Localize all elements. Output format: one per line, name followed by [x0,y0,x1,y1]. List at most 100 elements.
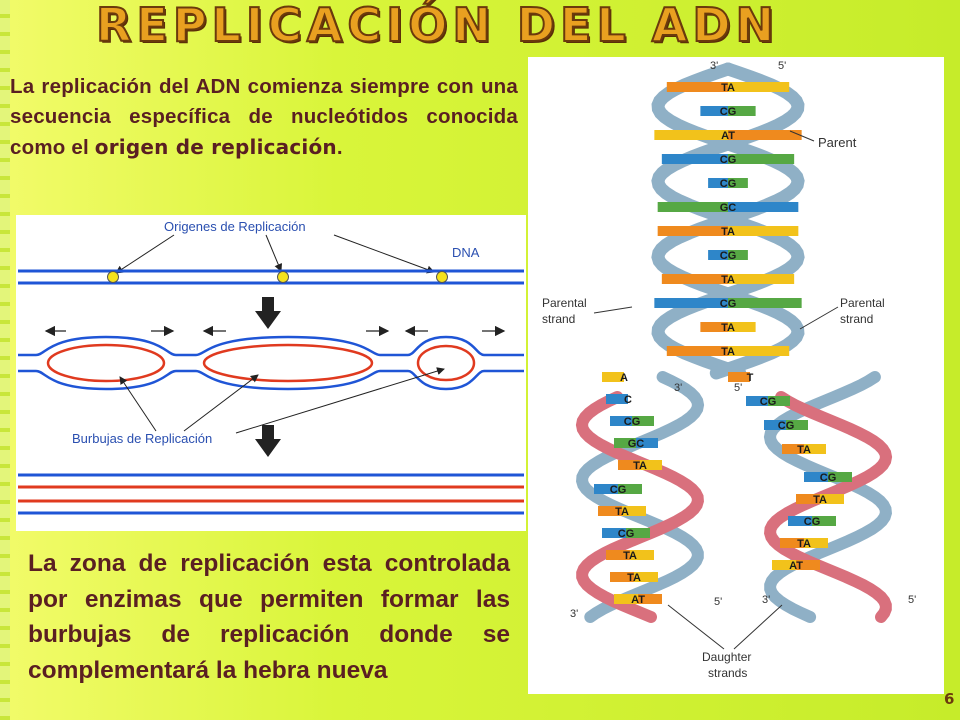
daughter-right-pair-2-label: TA [813,494,827,506]
daughter-left-pair-1-label: CG [610,484,627,496]
parental-right-pointer [799,306,839,330]
daughter-right-pair-4-label: TA [797,538,811,550]
fork-left-base-2-label: C [624,394,632,406]
daughter-left-pair-2-right-base [622,506,646,516]
down-arrow-1 [255,297,281,329]
fork-left-base-4-left-base [614,438,636,448]
helix-backbones [575,62,893,623]
origin-arrow-3 [333,234,435,274]
parent-pair-10-left-base [654,298,728,308]
parent-pointer [789,130,815,142]
parent-pair-6-label: GC [720,202,737,214]
parent-pair-9-left-base [661,274,728,284]
daughter-left-pair-1-left-base [594,484,618,494]
fork-right-base-4-left-base [782,444,804,454]
right-parental-backbone [763,371,892,623]
daughter-left-pair-6-right-base [638,594,662,604]
outro-paragraph: La zona de replicación esta controlada p… [28,550,510,684]
fork-left-base-4-right-base [636,438,658,448]
fork-left-base-3-left-base [610,416,632,426]
daughter-right-pair-3-label: CG [804,516,821,528]
daughter-left-pair-6-left-base [614,594,638,604]
fork-left-base-2-left-base [606,394,628,404]
left-parental-backbone [576,371,705,623]
parent-pair-5-right-base [728,178,748,188]
parent-pair-7-right-base [728,226,799,236]
fork-right-base-3-label: CG [778,420,795,432]
bottom-left-five-prime-label: 5' [714,596,722,608]
fork-right-base-1-label: T [747,372,754,384]
daughter-left-pair-3-label: CG [618,528,635,540]
parent-pair-2-right-base [728,106,756,116]
bottom-right-three-prime-label: 3' [762,594,770,606]
fork-left-base-5-label: TA [633,460,647,472]
top-five-prime-label: 5' [778,60,786,72]
parental-strand-right-line1: Parental [840,296,885,310]
daughter-right-pair-1-left-base [804,472,828,482]
parent-pair-3-right-base [728,130,802,140]
daughter-right-pair-4-right-base [804,538,828,548]
fork-left-base-3-right-base [632,416,654,426]
daughter-label-line2: strands [708,666,747,680]
parent-pair-8-left-base [708,250,728,260]
parent-pair-5-left-base [708,178,728,188]
parent-pair-12-label: TA [721,346,735,358]
parent-pair-11-left-base [700,322,728,332]
daughter-right-pair-1-right-base [828,472,852,482]
parent-label: Parent [818,135,857,150]
left-daughter-backbone [575,391,704,623]
daughter-right-pair-4-left-base [780,538,804,548]
parent-pair-3-left-base [654,130,728,140]
daughter-label-line1: Daughter [702,650,751,664]
down-arrow-2 [255,425,281,457]
daughter-right-pair-5-right-base [796,560,820,570]
daughter-right-pair-2-left-base [796,494,820,504]
daughter-left-pair-2-label: TA [615,506,629,518]
parental-strand-right-line2: strand [840,312,873,326]
daughter-left-pair-6-label: AT [631,594,645,606]
daughter-left-pair-4-right-base [630,550,654,560]
parent-pair-10-right-base [728,298,802,308]
daughter-left-pair-4-left-base [606,550,630,560]
daughter-left-pair-3-left-base [602,528,626,538]
fork-right-base-3-left-base [764,420,786,430]
parent-pair-4-left-base [661,154,728,164]
fork-right-base-2-label: CG [760,396,777,408]
parent-pair-11-right-base [728,322,756,332]
helix-svg: TACGATCGCGGCTACGTACGTATAACCGGCTATCGCGTAC… [542,60,916,680]
origin-point-2 [277,271,289,283]
page-number: 6 [944,690,955,708]
origins-label: Origenes de Replicación [164,219,306,234]
parent-pair-10-label: CG [720,298,737,310]
fork-left-base-4-label: GC [628,438,645,450]
origin-point-3 [436,271,448,283]
replication-bubbles-diagram: Origenes de Replicación DNA Burbujas de … [16,215,526,531]
daughter-right-pair-5-left-base [772,560,796,570]
parental-left-pointer [593,306,633,314]
slide-title: REPLICACIÓN DEL ADN [95,0,780,53]
bottom-left-three-prime-label: 3' [570,608,578,620]
parent-pair-1-left-base [666,82,728,92]
fork-left-base-5-right-base [640,460,662,470]
parent-pair-12-left-base [666,346,728,356]
parent-pair-8-label: CG [720,250,737,262]
intro-paragraph: La replicación del ADN comienza siempre … [10,72,518,163]
replication-bubbles [18,335,524,391]
parent-pair-9-label: TA [721,274,735,286]
fork-five-prime-label: 5' [734,382,742,394]
parent-pair-2-label: CG [720,106,737,118]
parent-pair-6-left-base [657,202,728,212]
daughter-left-pair-4-label: TA [623,550,637,562]
fork-right-base-4-right-base [804,444,826,454]
daughter-right-pair-3-right-base [812,516,836,526]
parent-pair-7-left-base [657,226,728,236]
daughter-right-pair-5-label: AT [789,560,803,572]
parent-pair-2-left-base [700,106,728,116]
fork-left-base-1-left-base [602,372,624,382]
fork-right-base-1-left-base [728,372,750,382]
fork-left-base-1-label: A [620,372,628,384]
intro-emphasis: origen de replicación [94,135,337,159]
parent-pair-6-right-base [728,202,799,212]
helix-labels: Parent Parental strand Parental strand D… [542,60,916,680]
